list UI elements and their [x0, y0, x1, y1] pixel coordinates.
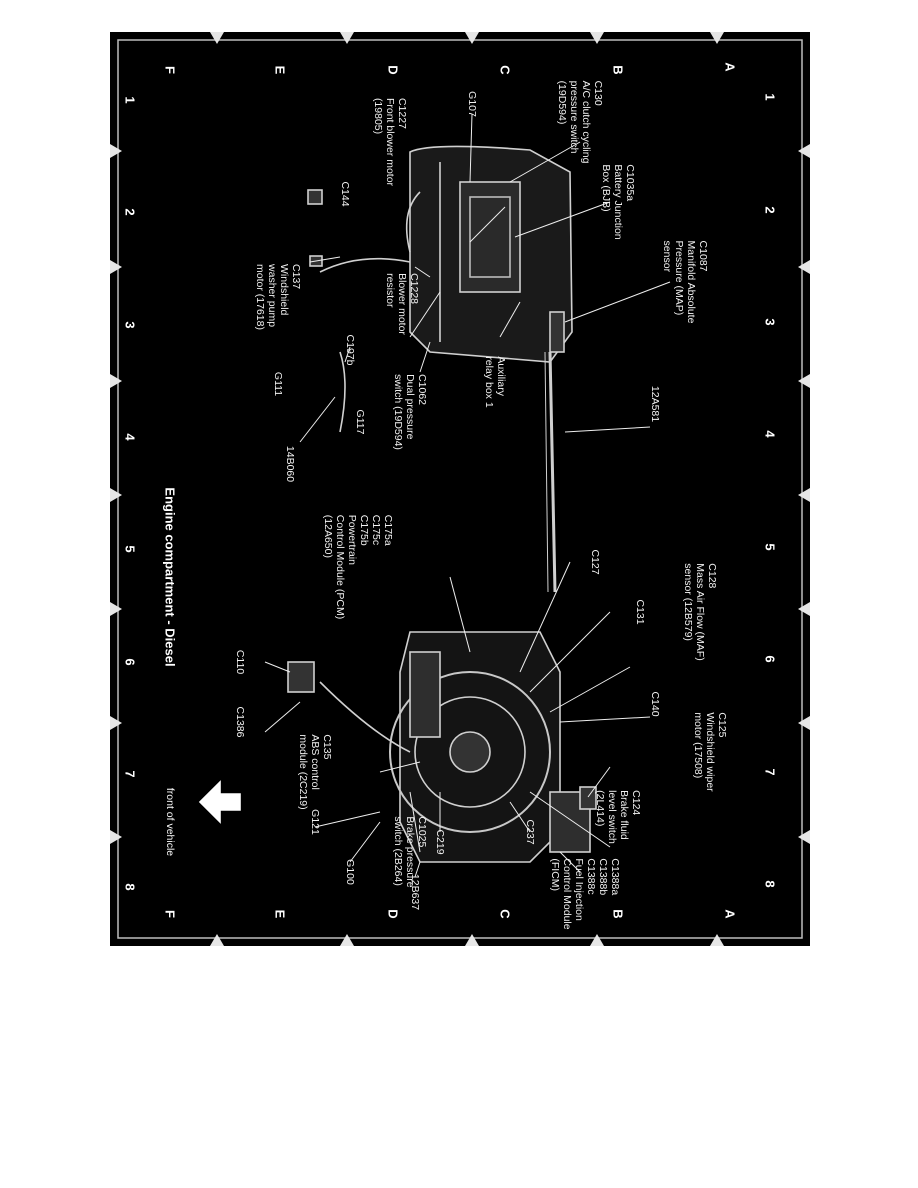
- grid-number-8-top: 8: [762, 880, 778, 888]
- grid-markers: [110, 32, 810, 946]
- grid-number-2-bottom: 2: [122, 208, 138, 216]
- label-c140: C140: [649, 691, 661, 717]
- grid-number-1-bottom: 1: [122, 96, 138, 104]
- grid-number-6-bottom: 6: [122, 658, 138, 666]
- grid-number-5-bottom: 5: [122, 545, 138, 553]
- diagram-frame: 1 2 3 4 5 6 7 8 1 2 3 4 5 6 7 8 A B C D …: [110, 32, 810, 946]
- label-auxiliary-relay-box: Auxiliary relay box 1: [483, 356, 507, 408]
- label-c128: C128 Mass Air Flow (MAF) sensor (12B579): [682, 563, 718, 661]
- label-c137: C137 Windshield washer pump motor (17618…: [254, 264, 302, 330]
- label-c144: C144: [339, 181, 351, 207]
- grid-letter-c-left: C: [497, 65, 513, 75]
- label-c237: C237: [524, 819, 536, 845]
- label-c124: C124 Brake fluid level switch (2L414): [594, 790, 642, 844]
- grid-number-7-bottom: 7: [122, 770, 138, 778]
- grid-number-5-top: 5: [762, 543, 778, 551]
- label-c1035a: C1035a Battery Junction Box (BJB): [600, 164, 636, 240]
- label-12a581: 12A581: [649, 385, 661, 423]
- label-c135: C135 ABS control module (2C219): [297, 734, 333, 810]
- engine-compartment-artwork: [110, 32, 810, 946]
- engine-drawing: [198, 145, 597, 863]
- label-14b060: 14B060: [284, 445, 296, 483]
- grid-number-1-top: 1: [762, 93, 778, 101]
- label-g107: G107: [466, 91, 478, 117]
- label-c110: C110: [234, 649, 246, 675]
- label-c1386: C1386: [234, 706, 246, 738]
- label-c1062: C1062 Dual pressure switch (19D594): [392, 374, 428, 450]
- label-c125: C125 Windshield wiper motor (17508): [692, 712, 728, 792]
- grid-letter-f-left: F: [162, 66, 178, 74]
- grid-number-8-bottom: 8: [122, 883, 138, 891]
- label-c1087: C1087 Manifold Absolute Pressure (MAP) s…: [661, 240, 709, 324]
- label-c1227: C1227 Front blower motor (19805): [372, 97, 408, 187]
- label-c1228: C1228 Blower motor resistor: [384, 273, 420, 335]
- grid-letter-a-left: A: [722, 62, 738, 72]
- label-c1388-ficm: C1388a C1388b C1388c Fuel Injection Cont…: [549, 858, 621, 930]
- label-c219: C219: [434, 829, 446, 855]
- grid-letter-d-left: D: [385, 65, 401, 75]
- grid-number-7-top: 7: [762, 768, 778, 776]
- grid-number-6-top: 6: [762, 655, 778, 663]
- label-12b637: 12B637: [409, 873, 421, 911]
- grid-number-4-top: 4: [762, 430, 778, 438]
- label-c131: C131: [634, 599, 646, 625]
- label-c127: C127: [589, 549, 601, 575]
- diagram-title: Engine compartment - Diesel: [162, 487, 178, 667]
- grid-letter-f-right: F: [162, 910, 178, 918]
- grid-letter-e-right: E: [272, 909, 288, 919]
- label-c175-pcm: C175a C175c C175b Powertrain Control Mod…: [322, 514, 394, 620]
- label-c130: C130 A/C clutch cycling pressure switch …: [556, 80, 604, 164]
- label-g121: G121: [309, 809, 321, 835]
- leader-lines: [264, 113, 671, 878]
- grid-number-3-top: 3: [762, 318, 778, 326]
- label-g100: G100: [344, 859, 356, 885]
- grid-number-2-top: 2: [762, 206, 778, 214]
- grid-letter-e-left: E: [272, 65, 288, 75]
- grid-letter-d-right: D: [385, 909, 401, 919]
- grid-number-4-bottom: 4: [122, 433, 138, 441]
- label-g111: G111: [272, 371, 284, 397]
- grid-letter-b-left: B: [610, 65, 626, 75]
- grid-letter-c-right: C: [497, 909, 513, 919]
- grid-number-3-bottom: 3: [122, 321, 138, 329]
- label-g117: G117: [354, 409, 366, 435]
- label-c197b: C197b: [344, 334, 356, 366]
- grid-letter-a-right: A: [722, 909, 738, 919]
- front-of-vehicle-label: front of vehicle: [164, 787, 176, 857]
